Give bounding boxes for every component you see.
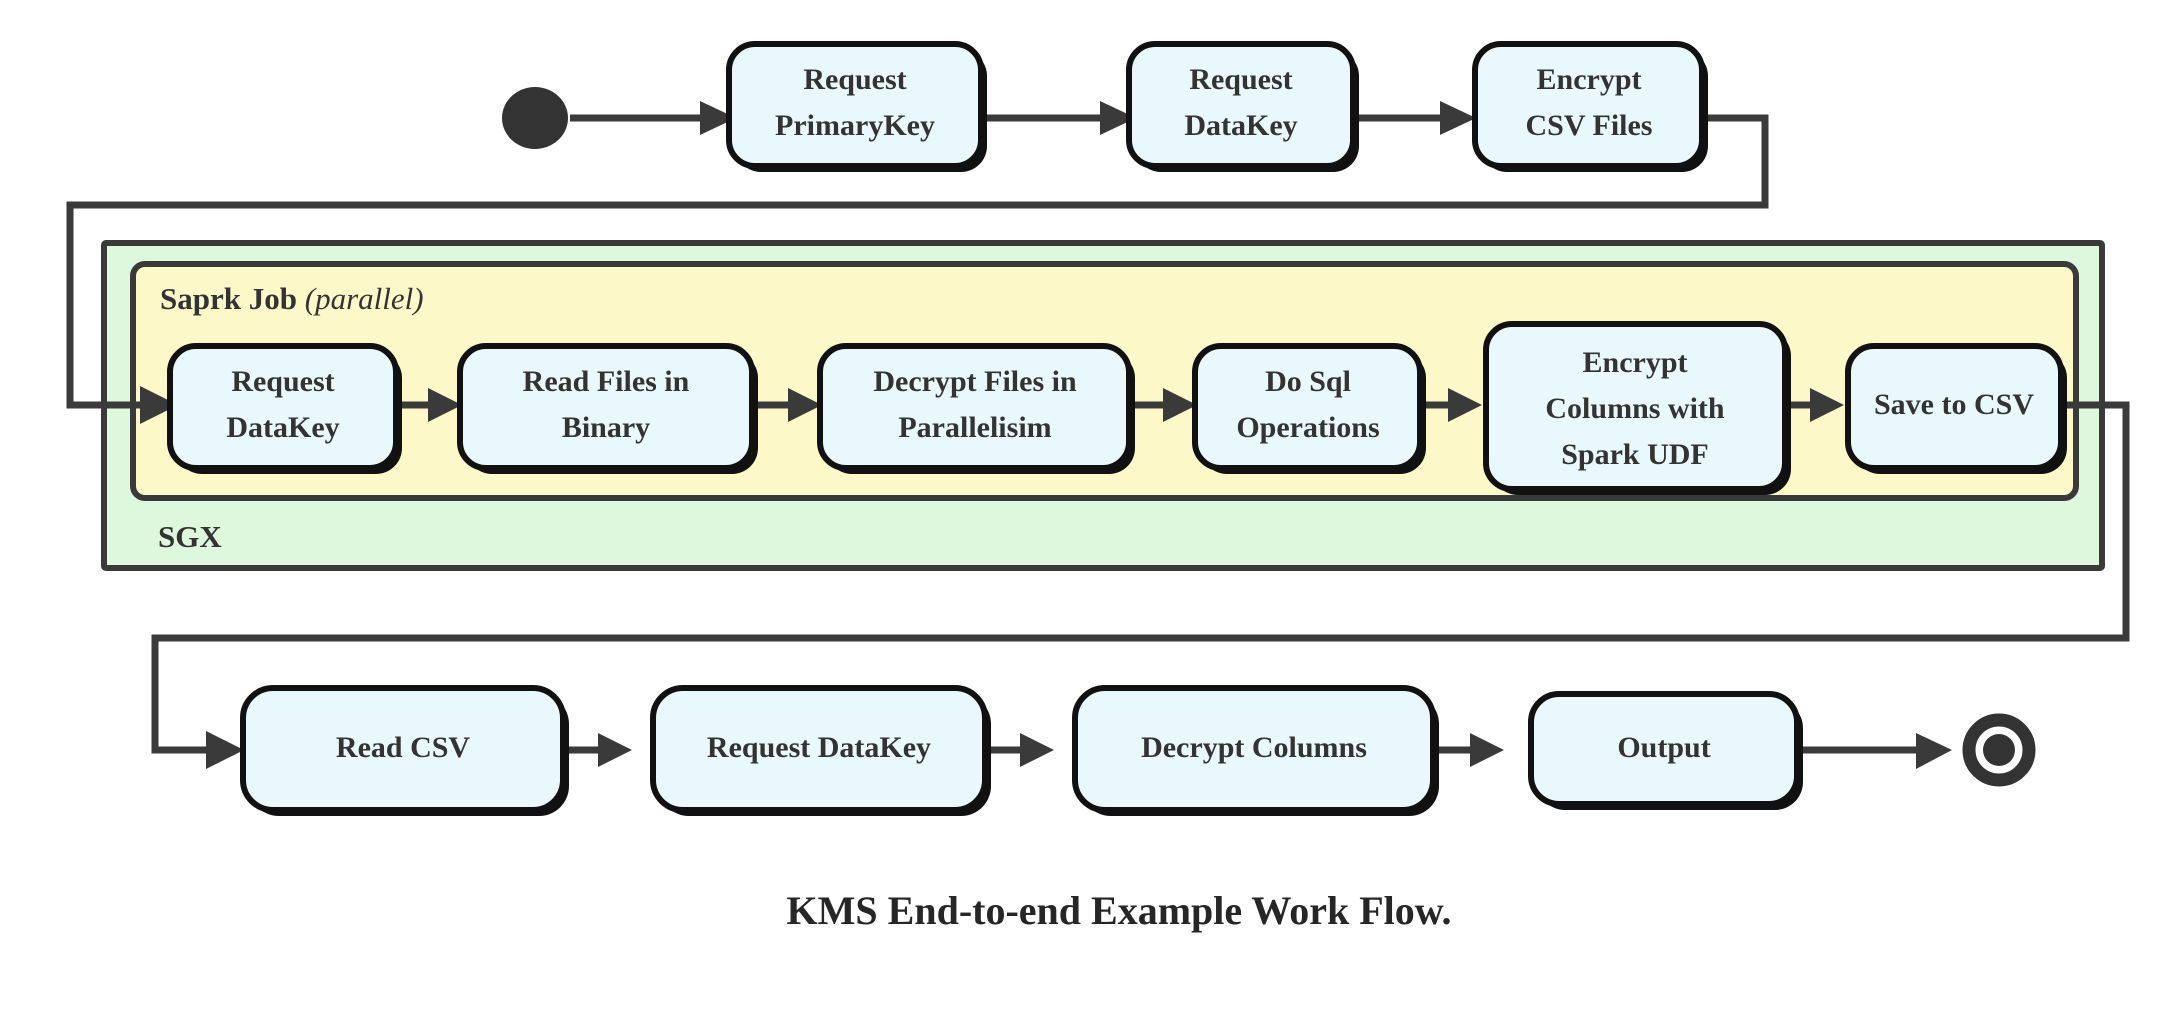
- node-do-sql-operations-rect[interactable]: [1192, 343, 1423, 471]
- node-decrypt-columns-rect[interactable]: [1072, 685, 1436, 813]
- node-request-primarykey[interactable]: Request PrimaryKey: [726, 41, 987, 172]
- spark-job-label-italic: parallel: [313, 281, 413, 316]
- node-output-rect[interactable]: [1528, 691, 1800, 807]
- start-node: [502, 87, 568, 149]
- node-encrypt-columns-with-spark-udf-label-line2: Columns with: [1545, 392, 1725, 425]
- node-save-to-csv-label-line1: Save to CSV: [1874, 388, 2034, 421]
- node-encrypt-columns-with-spark-udf-label-line3: Spark UDF: [1561, 438, 1709, 471]
- end-node: [1962, 713, 2036, 787]
- node-request-datakey-top-label-line2: DataKey: [1184, 109, 1297, 142]
- node-decrypt-files-in-parallelisim[interactable]: Decrypt Files in Parallelisim: [817, 343, 1135, 474]
- node-save-to-csv[interactable]: Save to CSV: [1845, 343, 2067, 474]
- edge-decrypt-columns-to-output: [1432, 733, 1504, 767]
- node-encrypt-columns-with-spark-udf-label-line1: Encrypt: [1583, 346, 1688, 379]
- node-request-datakey-spark-label-line2: DataKey: [226, 411, 339, 444]
- node-encrypt-csv-files-label-line1: Encrypt: [1537, 63, 1642, 96]
- edge-encrypt-csv-to-spark-request-datakey: [66, 114, 1769, 424]
- node-read-files-in-binary[interactable]: Read Files in Binary: [457, 343, 758, 474]
- edge-start-to-request-primarykey: [570, 101, 736, 135]
- edge-request-primarykey-to-request-datakey: [985, 101, 1136, 135]
- node-request-datakey-spark-label-line1: Request: [231, 365, 334, 398]
- node-request-primarykey-label-line2: PrimaryKey: [775, 109, 935, 142]
- node-do-sql-operations-label-line2: Operations: [1236, 411, 1379, 444]
- node-decrypt-files-in-parallelisim-rect[interactable]: [817, 343, 1132, 471]
- node-read-csv-label-line1: Read CSV: [336, 731, 471, 764]
- spark-job-label-bold: Saprk Job: [160, 281, 297, 316]
- node-do-sql-operations[interactable]: Do Sql Operations: [1192, 343, 1426, 474]
- node-request-primarykey-rect[interactable]: [726, 41, 984, 169]
- spark-job-container-label: Saprk Job (parallel): [160, 281, 424, 316]
- node-request-datakey-bottom-label-line1: Request DataKey: [707, 731, 931, 764]
- node-request-datakey-top[interactable]: Request DataKey: [1126, 41, 1359, 172]
- edge-request-datakey-to-decrypt-columns: [984, 733, 1054, 767]
- spark-job-label-paren-close: ): [411, 281, 423, 316]
- node-request-primarykey-label-line1: Request: [803, 63, 906, 96]
- node-request-datakey-bottom[interactable]: Request DataKey: [650, 685, 991, 816]
- node-decrypt-files-in-parallelisim-label-line2: Parallelisim: [898, 411, 1051, 444]
- node-read-csv[interactable]: Read CSV: [240, 685, 569, 816]
- node-save-to-csv-rect[interactable]: [1845, 343, 2064, 471]
- node-encrypt-csv-files-rect[interactable]: [1472, 41, 1705, 169]
- node-do-sql-operations-label-line1: Do Sql: [1265, 365, 1351, 398]
- node-request-datakey-spark[interactable]: Request DataKey: [167, 343, 402, 474]
- node-read-files-in-binary-label-line1: Read Files in: [523, 365, 690, 398]
- sgx-container-label: SGX: [158, 519, 222, 554]
- edge-read-csv-to-request-datakey: [562, 733, 632, 767]
- edge-decrypt-files-to-do-sql: [1135, 388, 1197, 422]
- node-encrypt-csv-files[interactable]: Encrypt CSV Files: [1472, 41, 1708, 172]
- edge-spark-datakey-to-read-files: [402, 388, 462, 422]
- node-encrypt-columns-with-spark-udf[interactable]: Encrypt Columns with Spark UDF: [1483, 321, 1791, 495]
- edge-read-files-to-decrypt-files: [758, 388, 822, 422]
- edge-save-csv-to-read-csv: [151, 401, 2130, 769]
- node-output-label-line1: Output: [1617, 731, 1710, 764]
- node-request-datakey-top-rect[interactable]: [1126, 41, 1356, 169]
- node-request-datakey-spark-rect[interactable]: [167, 343, 399, 471]
- node-read-csv-rect[interactable]: [240, 685, 566, 813]
- node-encrypt-csv-files-label-line2: CSV Files: [1526, 109, 1653, 142]
- node-read-files-in-binary-label-line2: Binary: [562, 411, 650, 444]
- node-encrypt-columns-with-spark-udf-rect[interactable]: [1483, 321, 1788, 492]
- node-output[interactable]: Output: [1528, 691, 1803, 810]
- node-decrypt-columns-label-line1: Decrypt Columns: [1141, 731, 1367, 764]
- figure-caption: KMS End-to-end Example Work Flow.: [787, 888, 1452, 933]
- node-decrypt-columns[interactable]: Decrypt Columns: [1072, 685, 1439, 816]
- node-decrypt-files-in-parallelisim-label-line1: Decrypt Files in: [873, 365, 1077, 398]
- spark-job-label-paren-open: (: [305, 281, 317, 316]
- edge-output-to-end: [1796, 733, 1952, 769]
- node-read-files-in-binary-rect[interactable]: [457, 343, 755, 471]
- node-request-datakey-top-label-line1: Request: [1189, 63, 1292, 96]
- node-request-datakey-bottom-rect[interactable]: [650, 685, 988, 813]
